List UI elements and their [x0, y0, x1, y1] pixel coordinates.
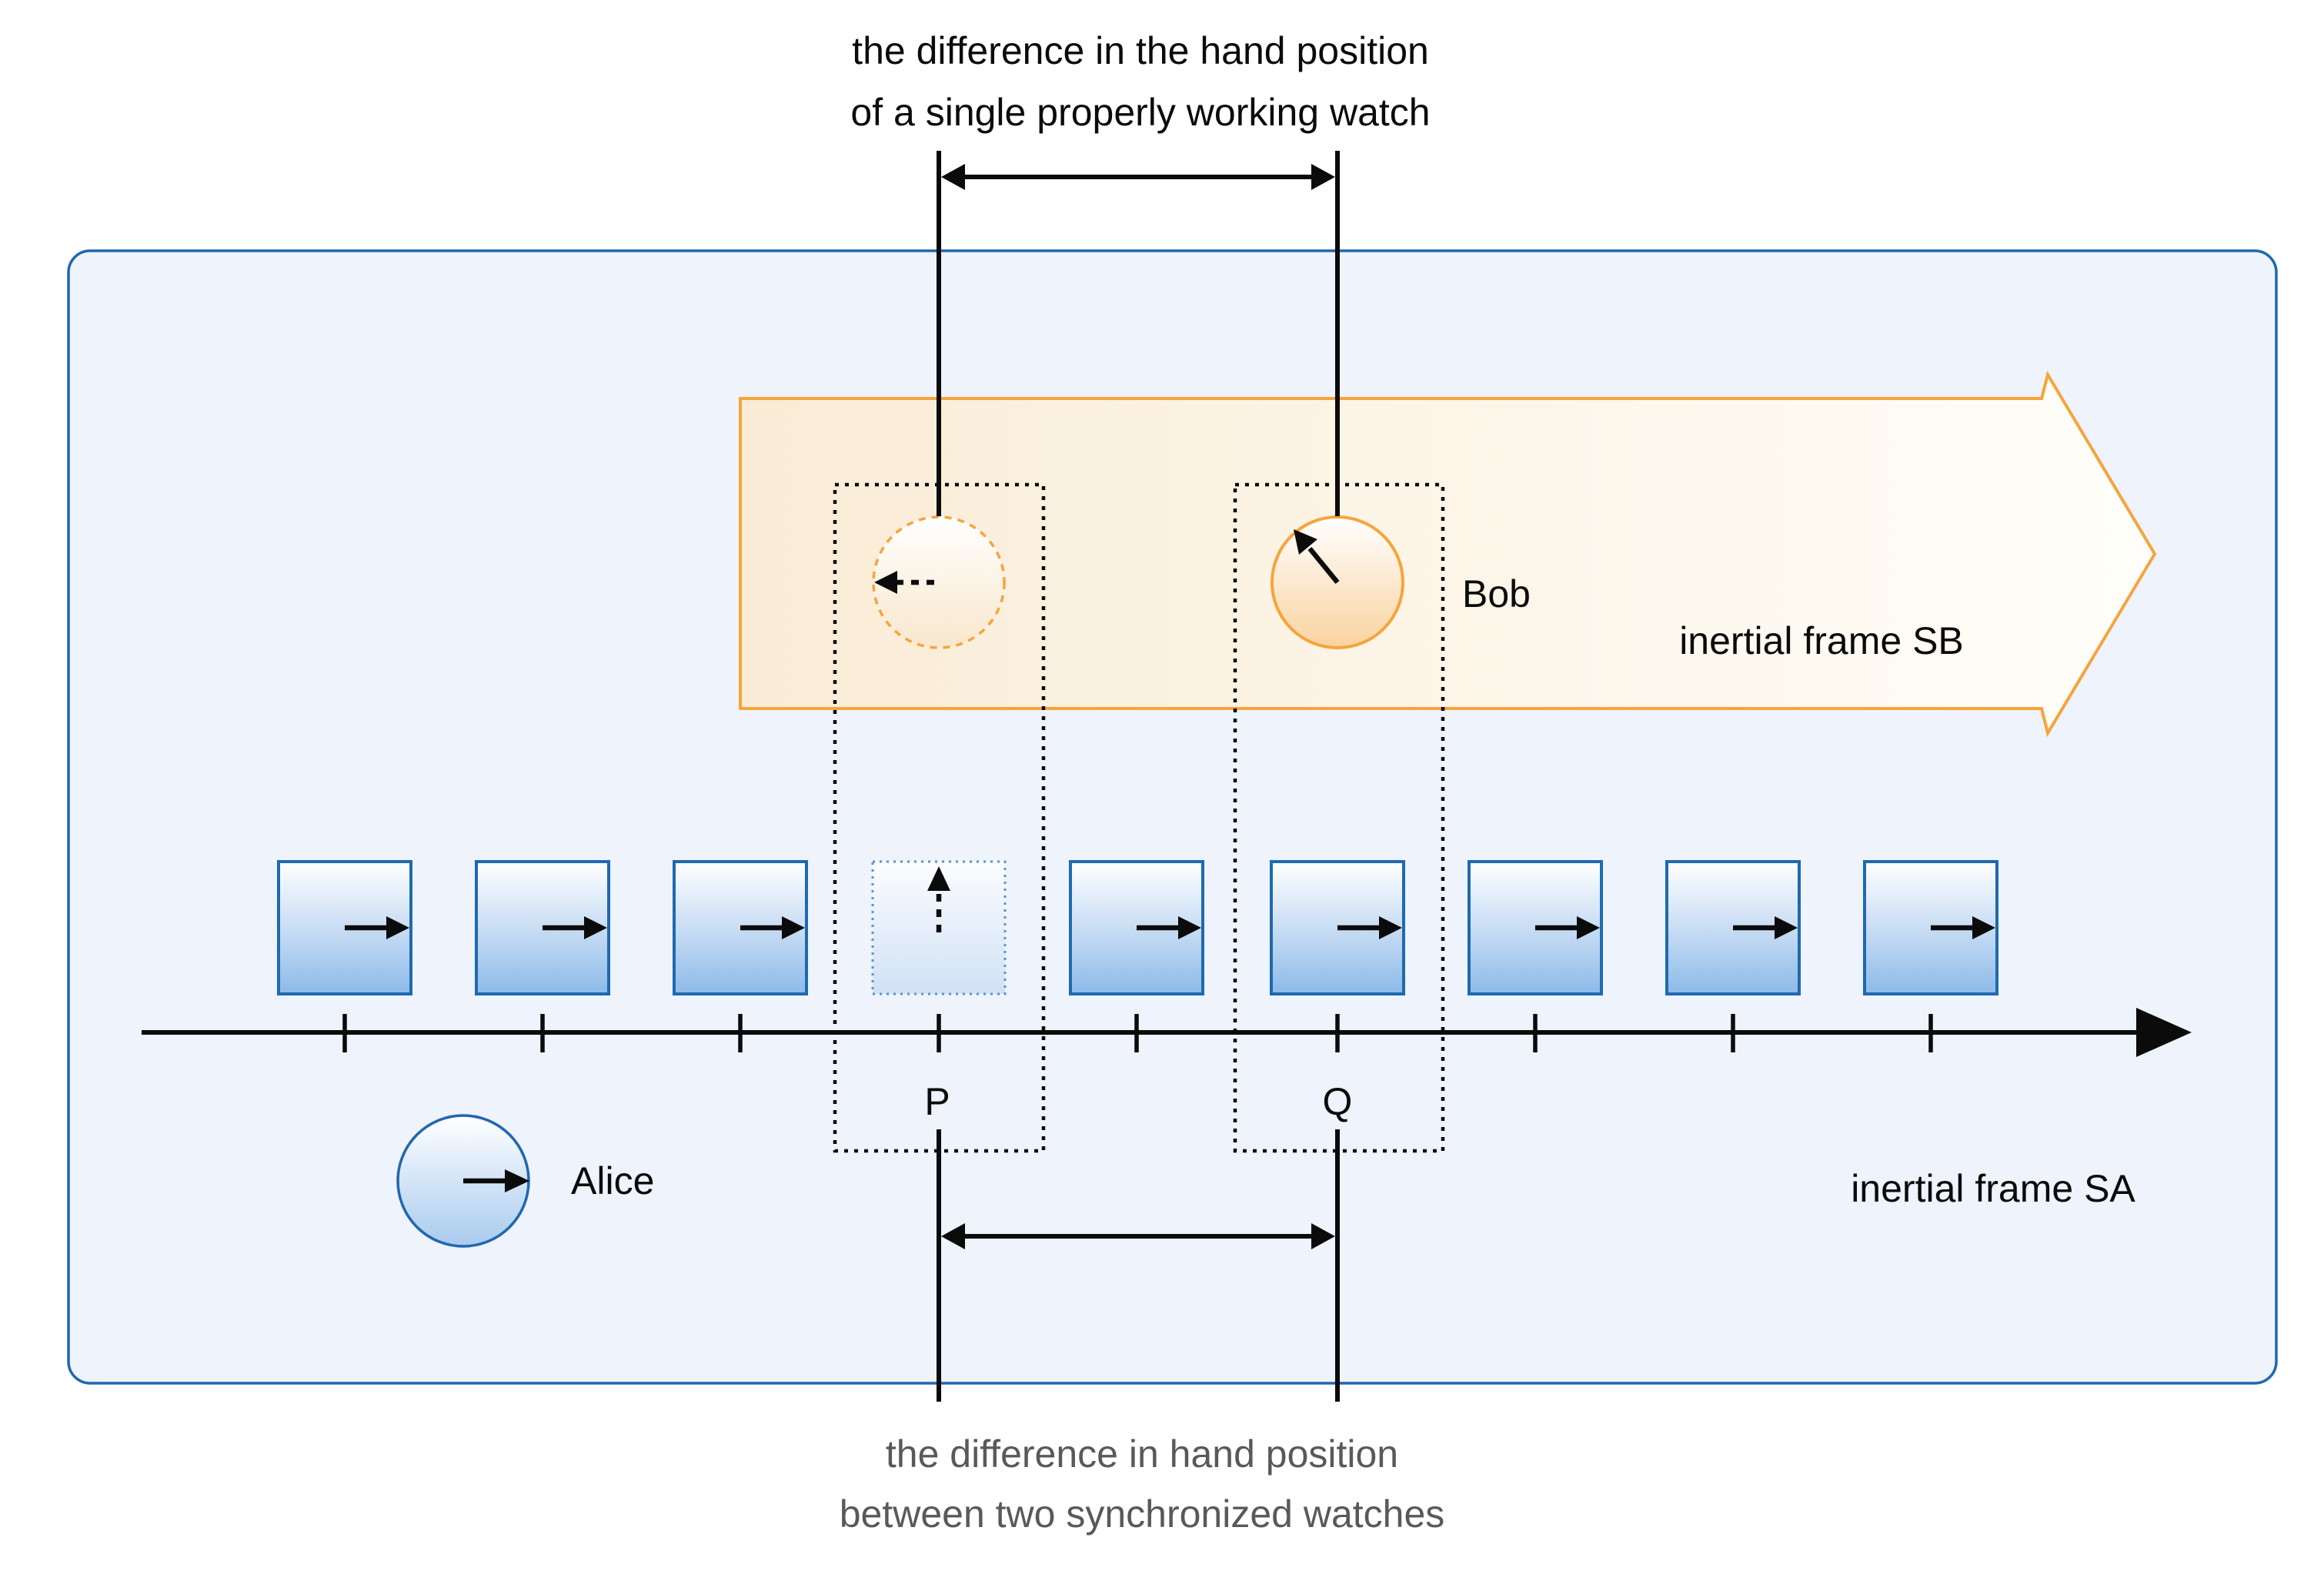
- watch-square-hand-arrowhead-icon: [1379, 916, 1402, 939]
- bob-watch-ghost: [872, 515, 1006, 649]
- synchronized-watches-row: [277, 860, 1998, 995]
- alice-watch: [396, 1114, 530, 1248]
- alice-label: Alice: [571, 1159, 654, 1202]
- watch-square-hand-arrowhead-icon: [782, 916, 805, 939]
- top-span-left-arrowhead-icon: [941, 164, 965, 190]
- watch-square: [475, 860, 610, 995]
- top-caption-line1: the difference in the hand position: [852, 29, 1429, 72]
- x-axis: [142, 1008, 2192, 1057]
- point-p-label: P: [924, 1080, 950, 1123]
- bottom-span-right-arrowhead-icon: [1311, 1223, 1335, 1249]
- bob-watch-ghost-face: [872, 515, 1006, 649]
- bob-watch-ghost-hand-arrowhead-icon: [874, 571, 897, 594]
- alice-watch-hand-arrowhead-icon: [505, 1169, 529, 1192]
- watch-square-hand-arrowhead-icon: [584, 916, 607, 939]
- watch-square: [1069, 860, 1204, 995]
- event-box-p: [833, 482, 1046, 1153]
- bob-label: Bob: [1462, 572, 1531, 615]
- frame-sb-label: inertial frame SB: [1679, 619, 1964, 662]
- bottom-caption-line2: between two synchronized watches: [840, 1492, 1445, 1536]
- frame-sa-label: inertial frame SA: [1851, 1167, 2135, 1210]
- watch-square: [1665, 860, 1801, 995]
- top-span-right-arrowhead-icon: [1311, 164, 1335, 190]
- ghost-watch-p: [871, 860, 1007, 995]
- point-q-label: Q: [1323, 1080, 1353, 1123]
- watch-square-hand-arrowhead-icon: [1178, 916, 1201, 939]
- watch-square-hand-arrowhead-icon: [1577, 916, 1600, 939]
- top-measurement: [937, 151, 1340, 516]
- inertial-frame-sb-arrow: [739, 370, 2157, 738]
- ghost-watch-p-hand-arrowhead-icon: [927, 866, 950, 891]
- bottom-span-left-arrowhead-icon: [941, 1223, 965, 1249]
- x-axis-ticks: [342, 1014, 1933, 1052]
- watch-square-hand-arrowhead-icon: [1972, 916, 1995, 939]
- watch-square: [1270, 860, 1405, 995]
- watch-square: [673, 860, 808, 995]
- watch-square: [1863, 860, 1998, 995]
- bottom-caption-line1: the difference in hand position: [886, 1432, 1398, 1476]
- watch-square-hand-arrowhead-icon: [1775, 916, 1798, 939]
- bob-watch-hand-arrowhead-icon: [1294, 529, 1317, 555]
- bob-watch-hand: [1307, 546, 1340, 585]
- watch-square: [277, 860, 412, 995]
- bottom-measurement: [937, 1129, 1340, 1402]
- watch-square-hand-arrowhead-icon: [386, 916, 409, 939]
- top-caption-line2: of a single properly working watch: [850, 91, 1430, 134]
- bob-watch: [1271, 515, 1404, 649]
- x-axis-arrowhead-icon: [2136, 1008, 2192, 1057]
- watch-square: [1468, 860, 1603, 995]
